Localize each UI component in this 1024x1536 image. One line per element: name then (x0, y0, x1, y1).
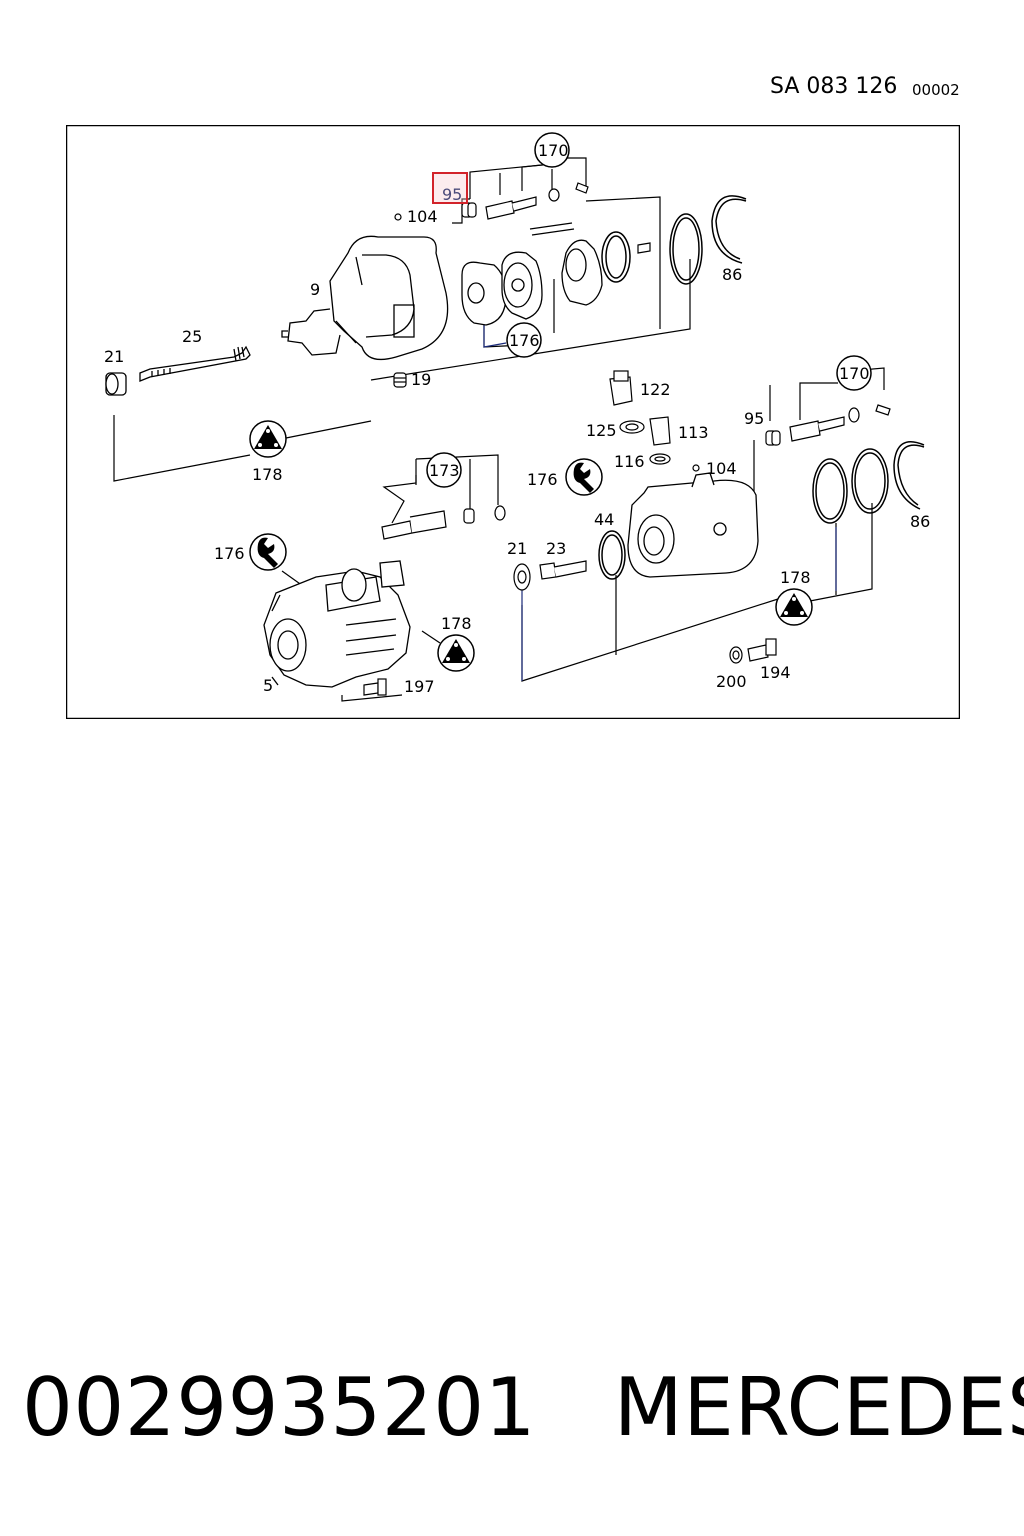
seal-rings-top (601, 195, 747, 285)
part-label-194: 194 (760, 663, 791, 682)
part-label-21: 21 (104, 347, 124, 366)
rotor-discs (461, 222, 603, 326)
reference-circle-icon (426, 452, 462, 488)
part-label-95b: 95 (744, 409, 764, 428)
valve-parts-mid (765, 404, 891, 446)
part-label-116: 116 (614, 452, 645, 471)
part-label-86b: 86 (910, 512, 930, 531)
part-label-197: 197 (404, 677, 435, 696)
part-label-176c: 176 (214, 544, 245, 563)
highlight-box[interactable] (432, 172, 468, 204)
exploded-parts-diagram: 95 104 170 86 9 25 21 19 176 178 122 125… (66, 125, 960, 719)
part-label-104: 104 (407, 207, 438, 226)
wrench-icon (565, 458, 603, 496)
part-label-21b: 21 (507, 539, 527, 558)
leader-lines (113, 157, 885, 702)
part-label-86: 86 (722, 265, 742, 284)
reference-circle-icon (836, 355, 872, 391)
plug-part (393, 372, 407, 388)
triangle-plate-icon (775, 588, 813, 626)
part-label-170b: 170 (839, 364, 870, 383)
part-label-113: 113 (678, 423, 709, 442)
fittings (609, 370, 671, 465)
seal-rings-mid (598, 441, 925, 580)
triangle-plate-icon (437, 634, 475, 672)
part-label-200: 200 (716, 672, 747, 691)
shaft-part (139, 345, 251, 382)
wrench-icon (249, 533, 287, 571)
part-caption: 0029935201 MERCEDES (22, 1364, 1024, 1452)
blue-leader-lines (483, 315, 837, 681)
pump-housing-top (281, 235, 449, 361)
washer-bolt-parts (729, 638, 777, 664)
diagram-border (66, 125, 960, 719)
part-label-178c: 178 (441, 614, 472, 633)
part-label-5: 5 (263, 676, 273, 695)
part-label-95-highlighted[interactable]: 95 (442, 185, 462, 204)
valve-parts-top (461, 182, 651, 254)
part-label-176: 176 (509, 331, 540, 350)
part-label-178b: 178 (780, 568, 811, 587)
valve-parts-left (381, 505, 506, 540)
bushing-part (105, 372, 127, 396)
reference-circle-icon (506, 322, 542, 358)
bolt-part (363, 678, 387, 696)
valve-block (627, 472, 759, 578)
pump-assembly-bottom (263, 560, 411, 688)
triangle-plate-icon (249, 420, 287, 458)
part-label-44: 44 (594, 510, 614, 529)
reference-circle-icon (534, 132, 570, 168)
screw-part (513, 560, 587, 591)
part-label-104b: 104 (706, 459, 737, 478)
part-label-125: 125 (586, 421, 617, 440)
part-number: 0029935201 (22, 1361, 536, 1454)
part-label-173: 173 (429, 461, 460, 480)
brand-name: MERCEDES (613, 1361, 1024, 1454)
part-label-122: 122 (640, 380, 671, 399)
part-label-9: 9 (310, 280, 320, 299)
part-label-23: 23 (546, 539, 566, 558)
diagram-code: SA 083 126 (770, 74, 898, 99)
diagram-subcode: 00002 (912, 81, 960, 99)
part-label-170: 170 (538, 141, 569, 160)
part-label-178: 178 (252, 465, 283, 484)
part-label-176b: 176 (527, 470, 558, 489)
part-label-19: 19 (411, 370, 431, 389)
part-label-25: 25 (182, 327, 202, 346)
